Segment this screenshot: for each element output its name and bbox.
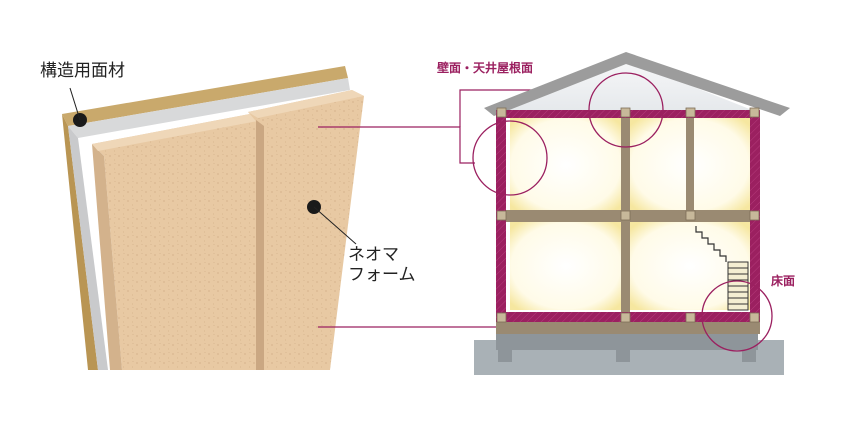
wall-panel-illustration [62,66,364,370]
gray-sheet-edge [68,126,108,370]
frame-joints [496,107,760,323]
roof-attic [504,60,752,110]
beam-ground [496,322,760,334]
foam-board-1 [92,112,265,370]
foundation-top [496,334,758,350]
foam-board-2-top [248,90,364,118]
connector-wall [318,126,475,164]
gray-sheet [68,78,350,138]
roof-right [626,52,790,116]
label-foam-line2: フォーム [348,264,416,285]
leader-panel [69,87,81,121]
foam-board-1-top [92,112,263,151]
post-right-inner [686,118,694,222]
leader-foam [313,206,357,245]
highlight-circle-floor [701,280,773,352]
structural-board-edge [62,114,98,370]
structural-board [62,66,348,126]
foundation-footing-2 [616,348,630,362]
highlight-circle-ceiling [588,72,664,148]
label-foam-line1: ネオマ [348,245,399,265]
staircase-lower [727,261,749,311]
label-neoma-foam: ネオマ フォーム [348,245,416,285]
highlight-circle-wall [472,120,548,196]
post-center-lower [621,222,630,312]
label-structural-panel: 構造用面材 [40,61,125,81]
foundation-footing-1 [498,348,512,362]
room-2f-left [510,118,622,212]
label-floor: 床面 [771,274,796,288]
house-section [472,52,790,375]
foam-board-2 [248,90,364,370]
roof-left [484,52,626,116]
label-wall-ceiling-roof: 壁面・天井屋根面 [437,61,534,75]
staircase-upper [695,226,727,262]
room-1f-left [510,222,622,310]
foam-seam [256,120,264,370]
foundation-footing-3 [742,348,756,362]
foam-board-1-side [92,144,122,370]
